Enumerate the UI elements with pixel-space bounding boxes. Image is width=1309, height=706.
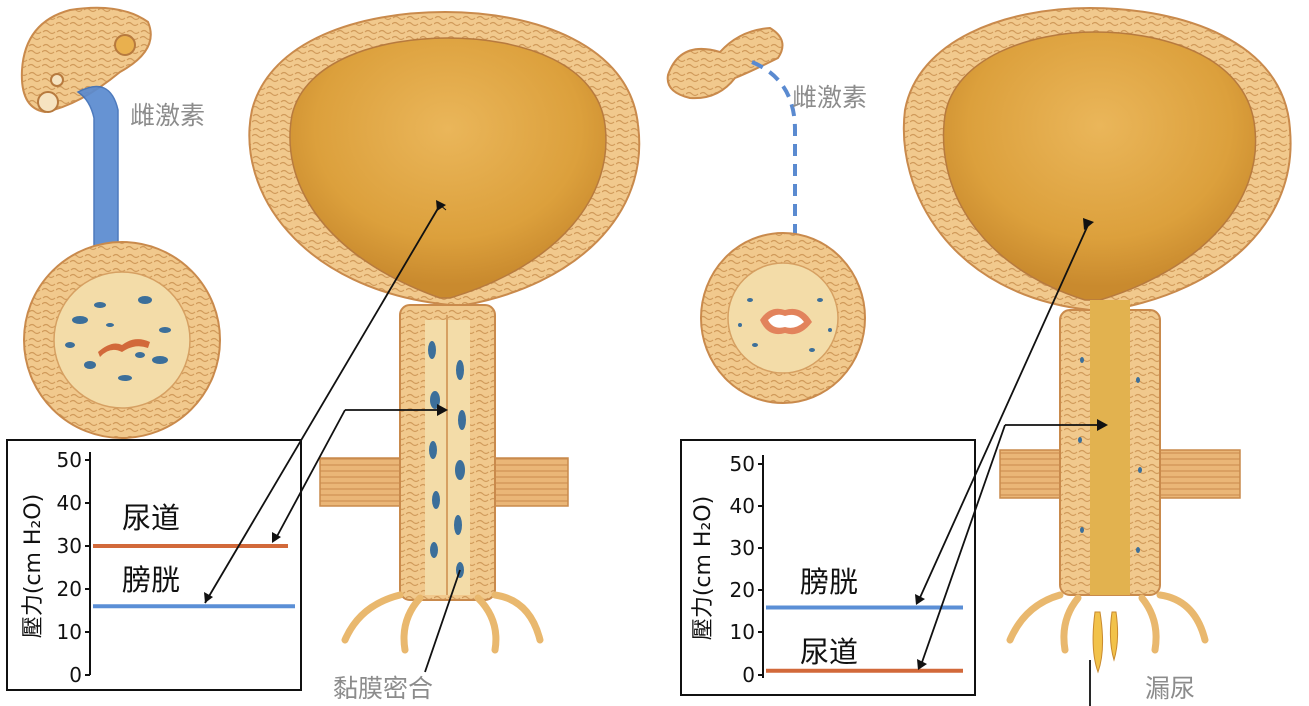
tick-label: 30 [57,534,82,558]
urine-drops [1093,612,1118,672]
tick-label: 50 [57,448,82,472]
tick-label: 20 [730,578,755,602]
urethra-left [320,305,568,650]
hormone-label-left: 雌激素 [130,101,205,130]
hormone-label-right: 雌激素 [792,83,867,112]
tick-label: 40 [57,491,82,515]
y-axis-label: 壓力(cm H₂O) [21,494,46,638]
urethra-cross-section-left [24,242,220,438]
bladder-right [904,8,1291,310]
tick-label: 10 [57,620,82,644]
right-panel: 雌激素 [668,8,1291,706]
bladder-left [249,12,639,305]
ovary-right [668,28,783,98]
tick-label: 0 [742,663,755,687]
bladder-series-label: 膀胱 [122,563,180,597]
urethra-cross-section-right [701,233,865,403]
y-axis-label: 壓力(cm H₂O) [691,496,716,640]
mucosa-seal-label: 黏膜密合 [333,674,433,703]
tick-label: 50 [730,452,755,476]
tick-label: 10 [730,620,755,644]
urethra-series-label: 尿道 [800,635,858,669]
bladder-series-label: 膀胱 [800,565,858,599]
tick-label: 20 [57,577,82,601]
tick-label: 0 [69,663,82,687]
pressure-chart-right: 壓力(cm H₂O) 50 40 30 20 10 0 膀胱 尿道 [681,440,975,695]
urethra-series-label: 尿道 [122,501,180,535]
tick-label: 40 [730,494,755,518]
left-panel: 雌激素 [7,8,639,703]
pressure-chart-left: 壓力(cm H₂O) 50 40 30 20 10 0 尿道 膀胱 [7,440,301,690]
urethra-right [1000,300,1240,672]
leakage-label: 漏尿 [1145,674,1195,703]
tick-label: 30 [730,536,755,560]
